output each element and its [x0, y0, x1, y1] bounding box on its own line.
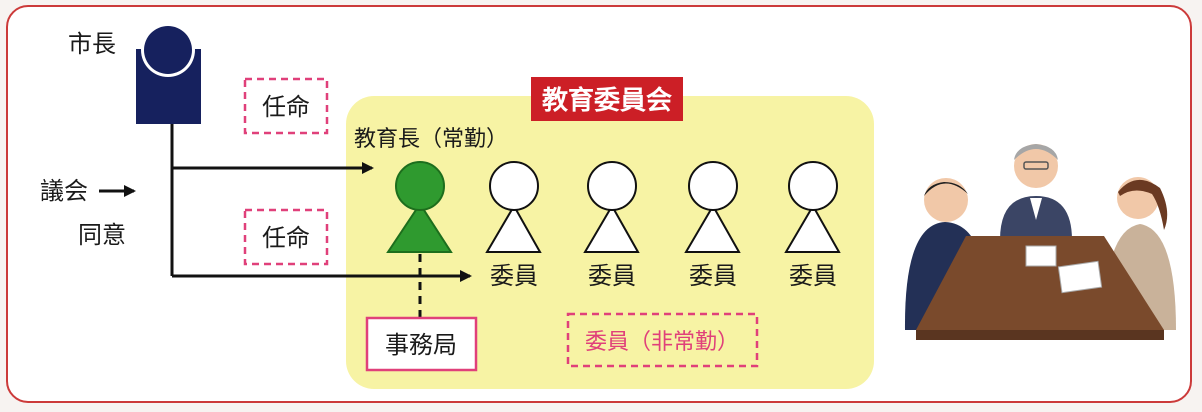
mayor-label: 市長 [68, 30, 116, 58]
member-figure [485, 161, 542, 253]
secretariat-label: 事務局 [385, 331, 457, 359]
superintendent-label: 教育長（常勤） [354, 127, 508, 152]
appoint-bottom-label: 任命 [262, 224, 310, 252]
parttime-note-box [566, 312, 759, 368]
appoint-top-box [243, 77, 329, 135]
member-figure [784, 161, 841, 253]
secretariat-box [365, 316, 478, 372]
consent-label: 同意 [78, 221, 126, 249]
superintendent-icon [386, 161, 453, 253]
board-title-box [531, 77, 683, 121]
member-label: 委員 [588, 262, 636, 290]
board-title: 教育委員会 [542, 85, 672, 116]
appoint-top-label: 任命 [262, 93, 310, 121]
member-label: 委員 [789, 262, 837, 290]
member-label: 委員 [490, 262, 538, 290]
appoint-bottom-box [243, 208, 329, 266]
member-figure [583, 161, 640, 253]
parttime-note-label: 委員（非常勤） [585, 330, 739, 355]
member-label: 委員 [689, 262, 737, 290]
business-meeting-illustration-icon [904, 144, 1176, 340]
mayor-icon [136, 23, 201, 124]
council-label: 議会 [40, 177, 88, 205]
member-figure [684, 161, 741, 253]
